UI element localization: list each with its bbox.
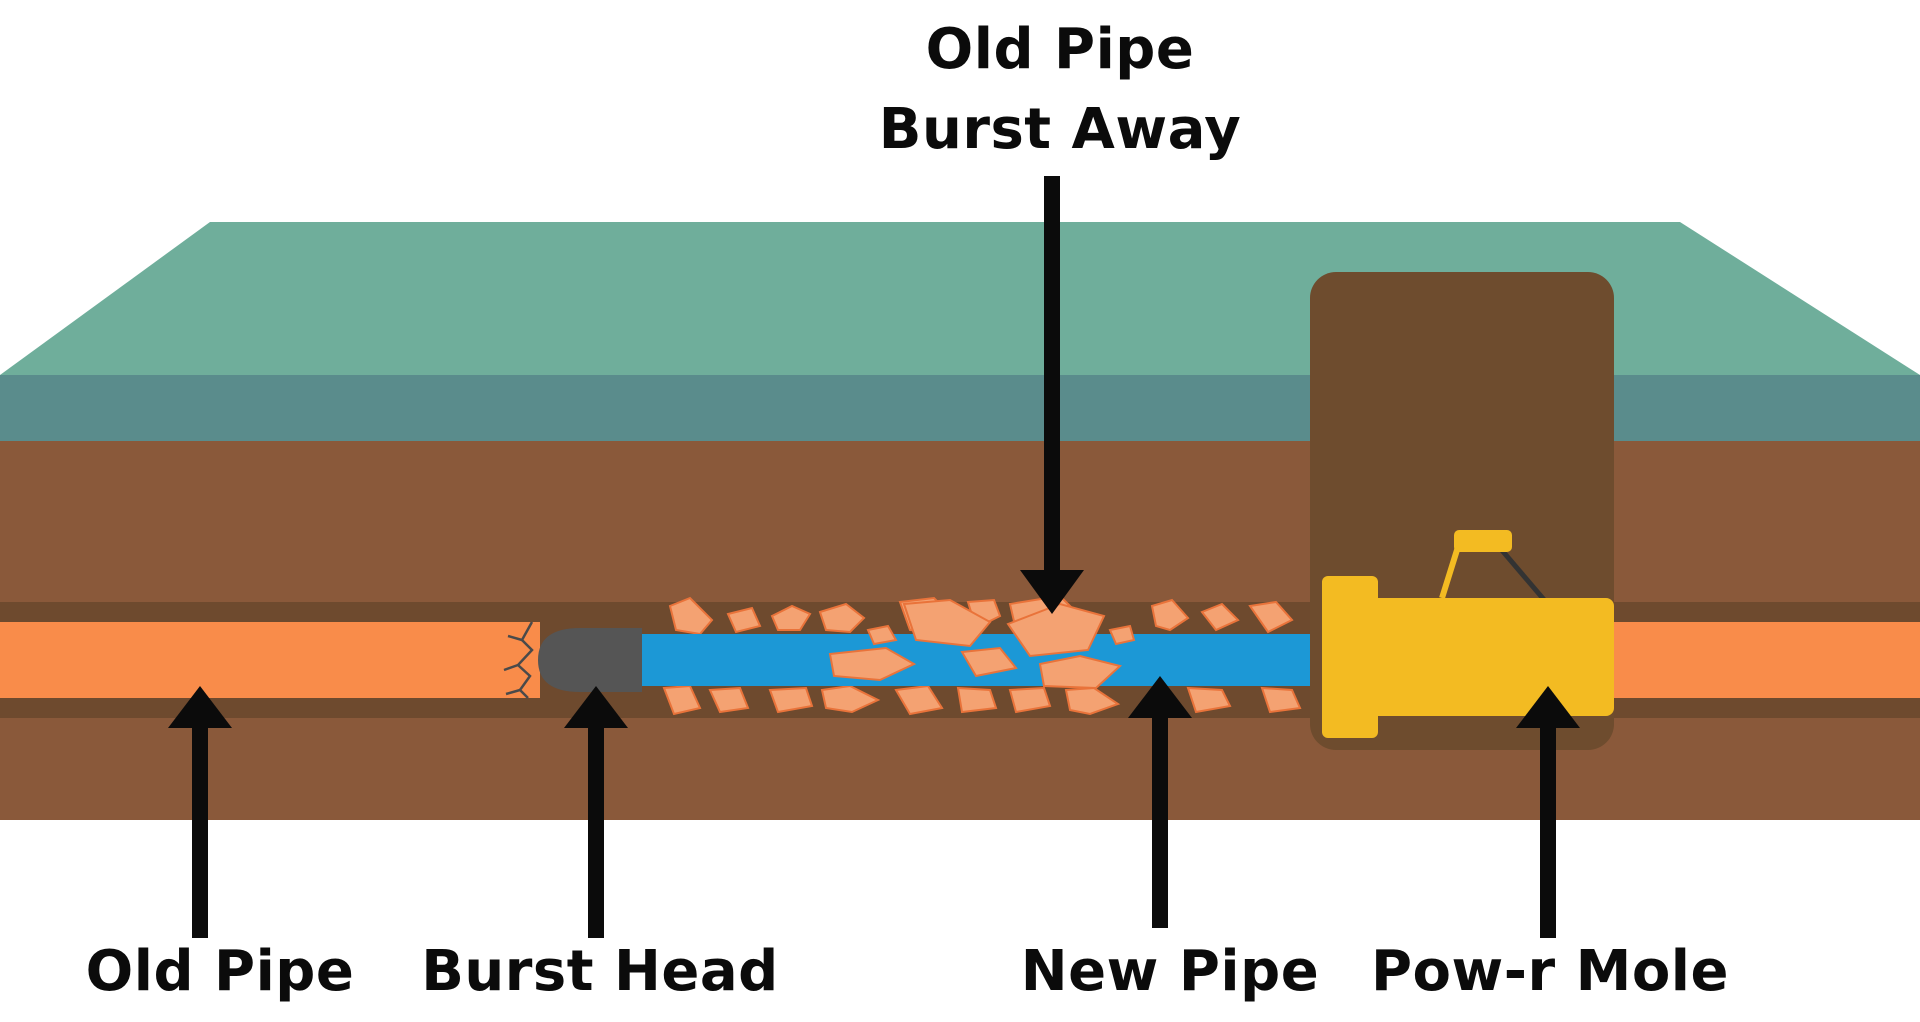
crack-lines — [503, 621, 534, 699]
fragment-back-1 — [726, 606, 762, 634]
label-top-line2: Burst Away — [878, 97, 1242, 162]
fragment-front-6 — [1108, 624, 1136, 646]
fragment-back-11 — [708, 686, 750, 714]
fragment-back-0 — [668, 596, 714, 636]
old-pipe-right-exit — [1614, 622, 1920, 698]
label-pow-r-mole: Pow-r Mole — [1371, 939, 1729, 1004]
label-old-pipe-burst-away: Old Pipe Burst Away — [860, 10, 1260, 170]
arrow-burst-away-icon — [1020, 570, 1084, 614]
arrow-new-pipe-shaft — [1152, 710, 1168, 928]
fragment-back-8 — [1200, 602, 1240, 632]
fragment-back-9 — [1248, 600, 1294, 634]
arrows — [168, 176, 1580, 938]
fragment-back-2 — [770, 604, 812, 631]
fragment-back-3 — [818, 602, 866, 634]
fragment-back-18 — [1186, 686, 1232, 714]
fragment-back-14 — [894, 684, 944, 716]
burst-head-icon — [538, 628, 642, 692]
label-new-pipe: New Pipe — [1020, 939, 1320, 1004]
fragment-front-5 — [866, 624, 898, 646]
fragment-back-10 — [662, 684, 702, 716]
arrow-old-pipe-shaft — [192, 720, 208, 938]
grass-side-band — [0, 375, 1920, 441]
old-pipe-left — [0, 622, 540, 698]
arrow-burst-head-icon — [564, 686, 628, 728]
fragment-back-13 — [820, 684, 881, 714]
grass-top-surface — [0, 222, 1920, 375]
arrow-mole-icon — [1516, 686, 1580, 728]
label-burst-head: Burst Head — [421, 939, 779, 1004]
arrow-new-pipe-icon — [1128, 676, 1192, 718]
fragment-back-16 — [1008, 686, 1052, 714]
arrow-old-pipe-icon — [168, 686, 232, 728]
arrow-mole-shaft — [1540, 720, 1556, 938]
fragment-back-12 — [768, 686, 814, 714]
fragment-front-0 — [828, 646, 917, 682]
soil-lower — [0, 718, 1920, 820]
label-top-line1: Old Pipe — [925, 17, 1195, 82]
fragment-front-1 — [902, 598, 992, 648]
old-pipe-fragments-front — [828, 598, 1136, 690]
arrow-burst-head-shaft — [588, 720, 604, 938]
pneumatic-mole-icon — [1322, 530, 1614, 738]
label-old-pipe: Old Pipe — [85, 939, 355, 1004]
fragment-front-3 — [1038, 654, 1123, 690]
fragment-back-19 — [1260, 686, 1302, 714]
fragment-front-4 — [960, 646, 1018, 678]
fragment-back-15 — [956, 686, 998, 714]
arrow-burst-away-shaft — [1044, 176, 1060, 592]
fragment-back-7 — [1150, 598, 1190, 632]
